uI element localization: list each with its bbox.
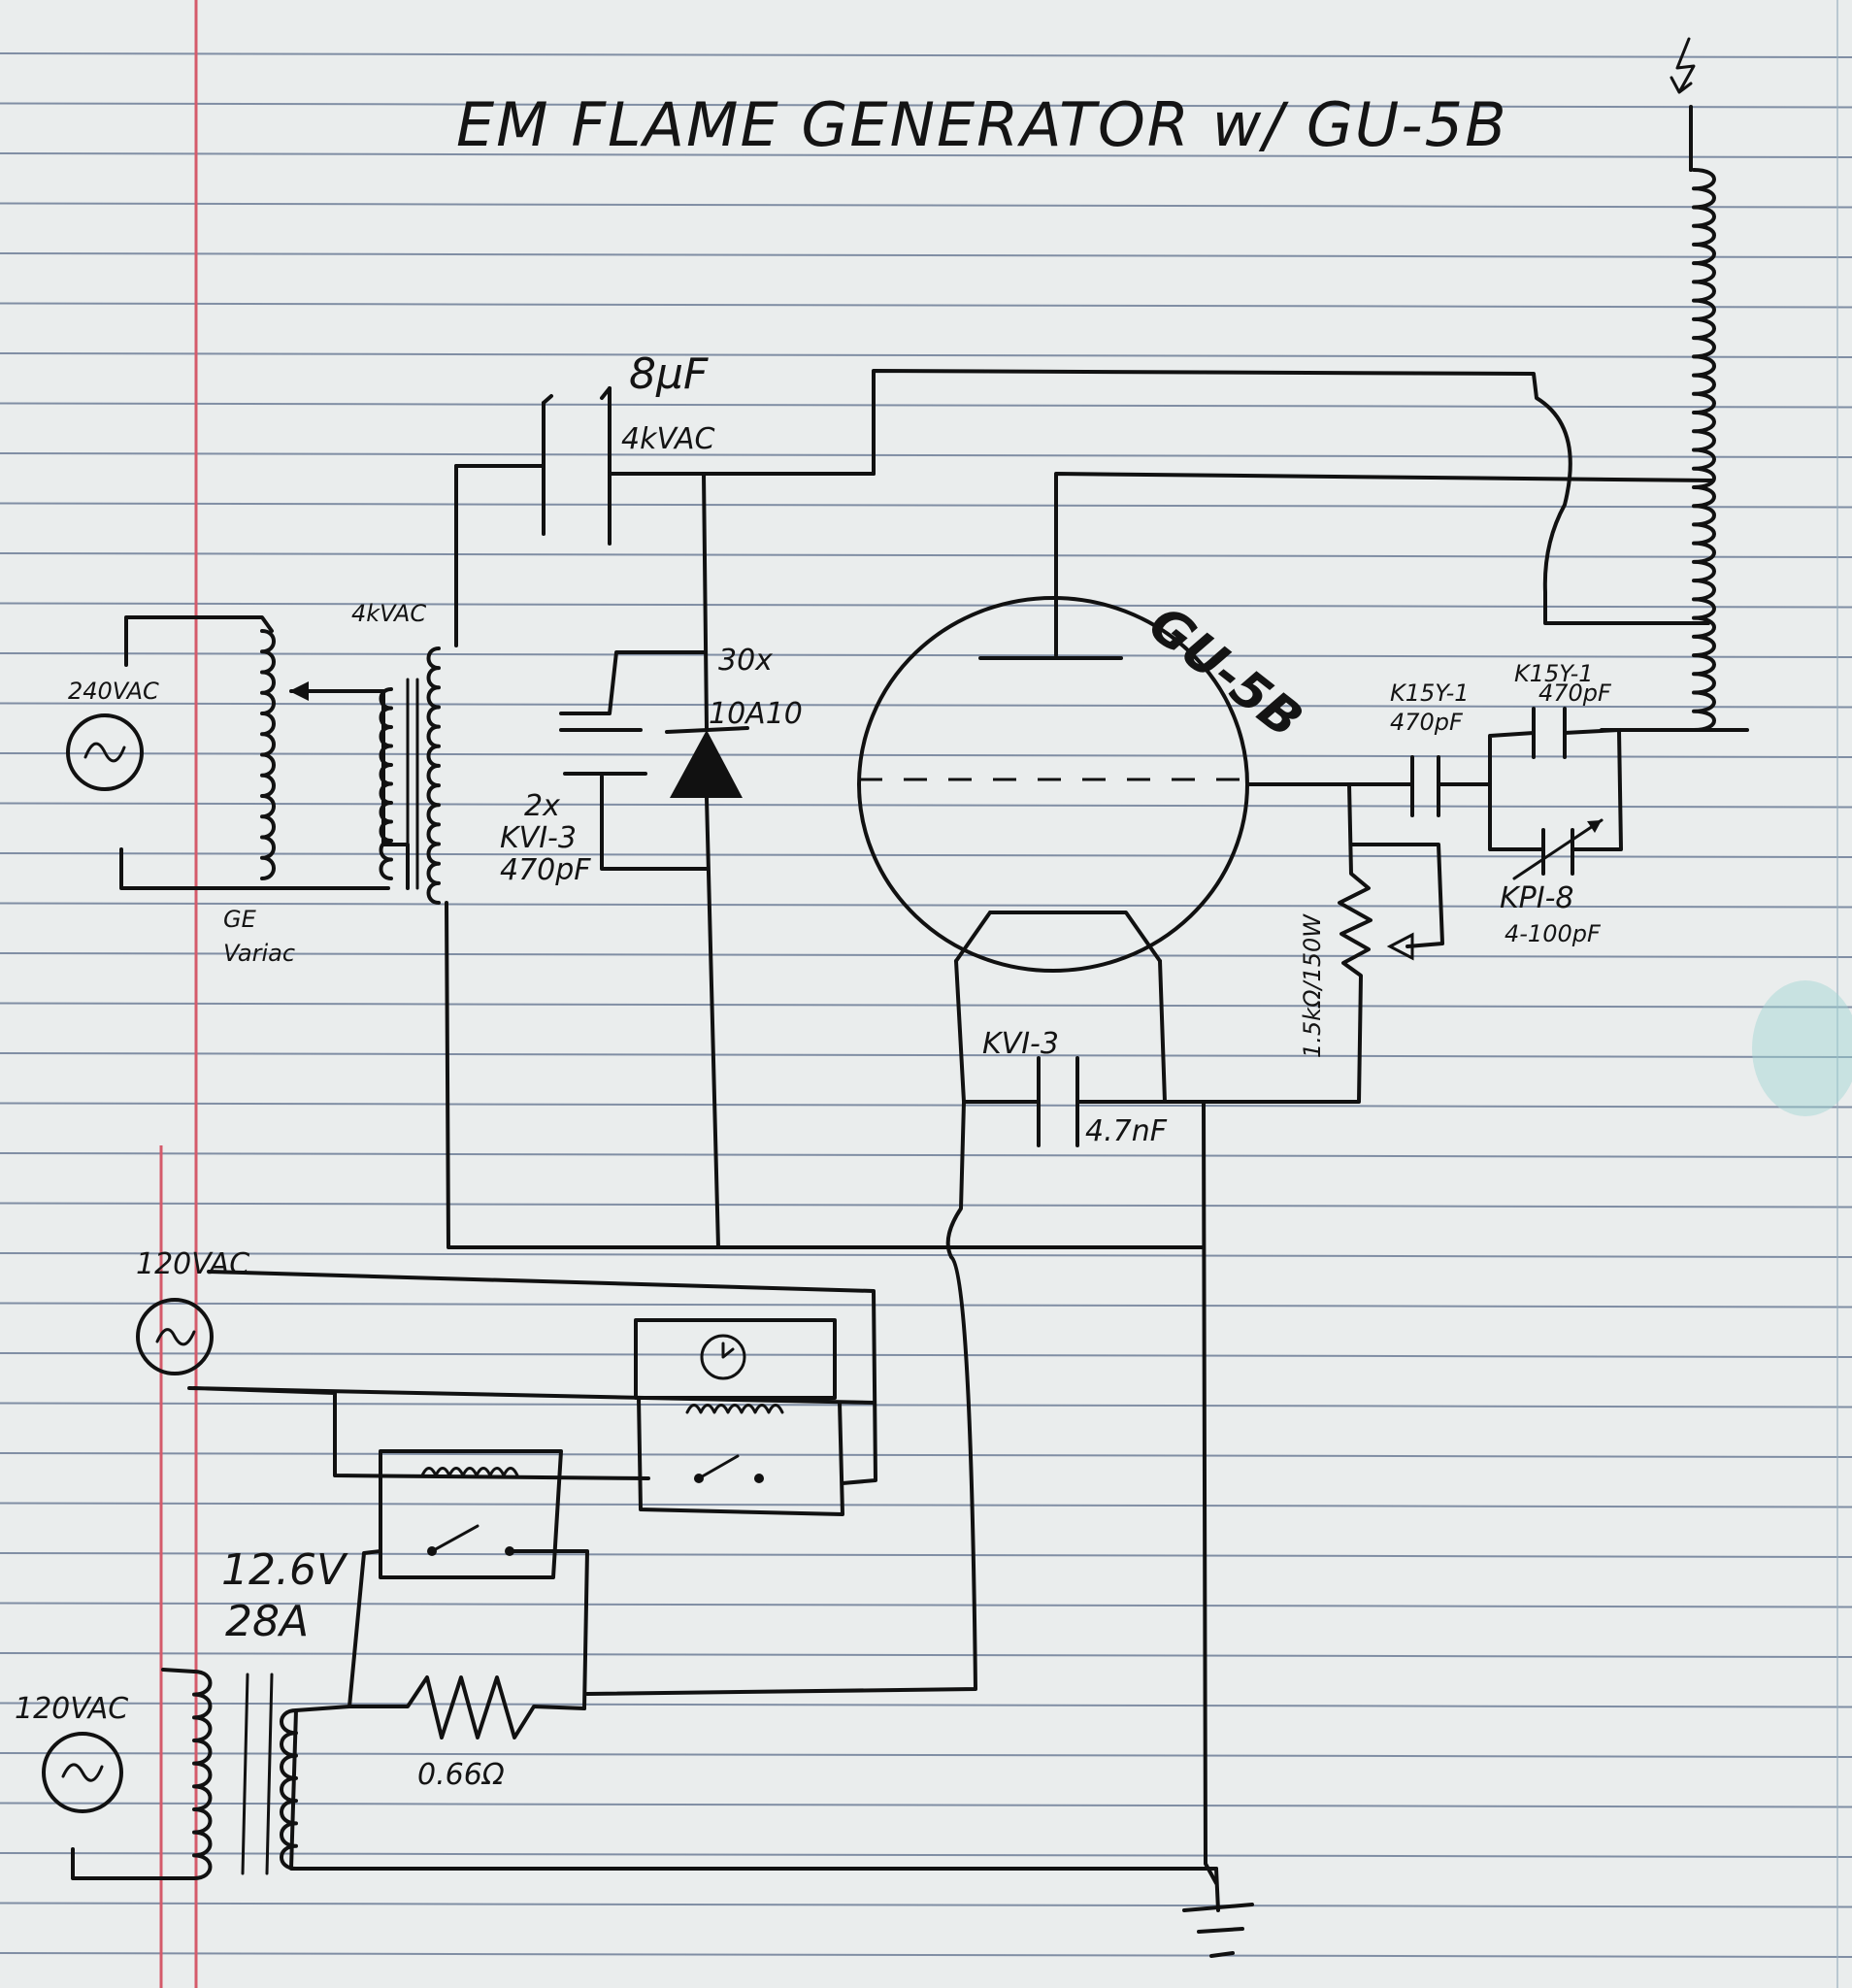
label-caps-2x-line1: 2x — [524, 789, 560, 823]
label-filament-a: 28A — [225, 1597, 309, 1646]
label-variac-line2: Variac — [223, 940, 295, 967]
label-caps-2x-line3: 470pF — [500, 853, 591, 887]
label-filament-v: 12.6V — [221, 1545, 348, 1595]
plate-wire — [1054, 472, 1715, 657]
label-kvi-filament-line2: 4.7nF — [1085, 1114, 1168, 1148]
main-capacitor — [454, 386, 876, 546]
ruled-lines — [0, 52, 1852, 1958]
variac-coil — [260, 629, 276, 880]
relay2-coil — [420, 1467, 519, 1477]
label-source-120-top: 120VAC — [136, 1247, 249, 1281]
variac-wiper-arrow-icon — [289, 681, 309, 701]
diode-stack — [665, 472, 749, 1249]
source-240vac — [66, 713, 144, 791]
label-k15-right-line2: 470pF — [1538, 679, 1612, 707]
k15-right-cap — [1488, 707, 1623, 851]
diagram-title: EM FLAME GENERATOR w/ GU-5B — [456, 89, 1508, 160]
filament-feed-wires — [585, 1100, 1218, 1885]
filament-transformer-primary-wires — [71, 1668, 196, 1880]
label-kpi-line1: KPI-8 — [1500, 881, 1574, 915]
caps-2x-kvi3 — [559, 650, 709, 871]
filament-circuit-wires — [289, 1549, 1218, 1871]
timer-relay — [634, 1318, 844, 1516]
label-kpi-line2: 4-100pF — [1505, 920, 1602, 947]
filament-core-line-2 — [265, 1673, 274, 1875]
kpi8-variable-cap — [1488, 782, 1604, 880]
label-diode-line2: 10A10 — [709, 697, 803, 731]
filament-transformer-secondary — [280, 1708, 298, 1871]
kvi3-filament-cap — [1037, 1056, 1079, 1147]
series-resistor — [347, 1675, 586, 1740]
label-cap-main-value: 8µF — [629, 349, 709, 399]
ink-stain — [1752, 980, 1852, 1116]
clock-icon — [700, 1334, 746, 1380]
relay1-switch — [694, 1454, 764, 1483]
source-120vac-bottom — [42, 1732, 123, 1813]
label-source-120-bottom: 120VAC — [15, 1692, 128, 1726]
label-series-resistor: 0.66Ω — [417, 1758, 505, 1792]
label-variac-line1: GE — [223, 906, 257, 933]
source-120vac-top — [136, 1298, 214, 1375]
tank-coil — [1689, 168, 1716, 732]
plate-feed-wire — [872, 369, 1710, 625]
filament-relay — [379, 1449, 563, 1579]
label-k15-right-line1: K15Y-1 — [1514, 660, 1594, 687]
variac-primary-wires — [119, 615, 390, 890]
label-k15-left-line1: K15Y-1 — [1390, 679, 1470, 707]
label-kvi-filament-line1: KVI-3 — [982, 1027, 1059, 1061]
ground-icon — [1182, 1867, 1254, 1958]
label-k15-left-line2: 470pF — [1390, 709, 1464, 736]
filament-core-line-1 — [241, 1673, 249, 1875]
label-caps-2x-line2: KVI-3 — [500, 821, 577, 855]
filament-transformer-primary — [192, 1670, 213, 1880]
label-grid-resistor: 1.5kΩ/150W — [1299, 913, 1326, 1058]
label-source-240: 240VAC — [68, 678, 159, 705]
label-hv-transformer: 4kVAC — [351, 600, 426, 627]
hv-transformer-primary — [379, 687, 393, 880]
grid-resistor — [1163, 782, 1444, 1104]
hv-transformer-secondary — [426, 646, 441, 905]
relay-supply-wires — [187, 1270, 877, 1485]
hv-secondary-wires — [445, 464, 1206, 1249]
relay1-coil — [685, 1404, 784, 1414]
antenna-spark-icon — [1670, 37, 1696, 94]
label-cap-main-rating: 4kVAC — [621, 422, 714, 456]
k15-left-cap — [1410, 755, 1492, 817]
label-diode-line1: 30x — [718, 644, 773, 678]
